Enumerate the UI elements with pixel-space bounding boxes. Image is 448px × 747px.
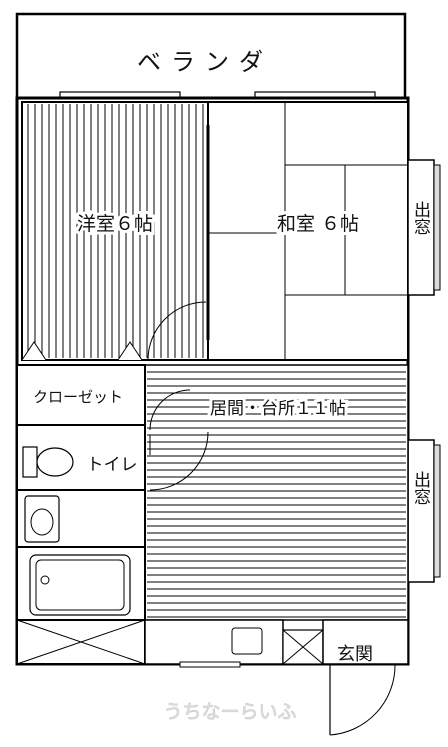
watermark: うちなーらいふ (163, 701, 296, 723)
veranda-label: ベランダ (137, 48, 273, 76)
bay-window-top (407, 159, 441, 296)
veranda-area (15, 12, 407, 100)
western-room-label: 洋室６帖 (77, 213, 153, 235)
closet-label: クローゼット (33, 388, 123, 406)
japanese-room-label: 和室 ６帖 (277, 213, 359, 235)
living-kitchen-label: 居間・台所１１帖 (210, 399, 346, 419)
living-kitchen (144, 364, 409, 621)
kitchen-counter (144, 619, 284, 665)
front-door (179, 661, 396, 736)
shoe-cabinet (282, 629, 324, 665)
japanese-room (206, 101, 409, 361)
washroom (16, 489, 146, 548)
toilet-label: トイレ (87, 455, 138, 475)
bathroom (16, 546, 146, 621)
bay-window-right (407, 439, 441, 583)
bay-window-top-label: 出窓 (410, 201, 431, 235)
bay-window-right-label: 出窓 (410, 471, 431, 505)
utility-space (16, 619, 146, 665)
toilet-room (16, 424, 146, 491)
entrance (322, 619, 409, 665)
entrance-label: 玄関 (337, 644, 373, 665)
